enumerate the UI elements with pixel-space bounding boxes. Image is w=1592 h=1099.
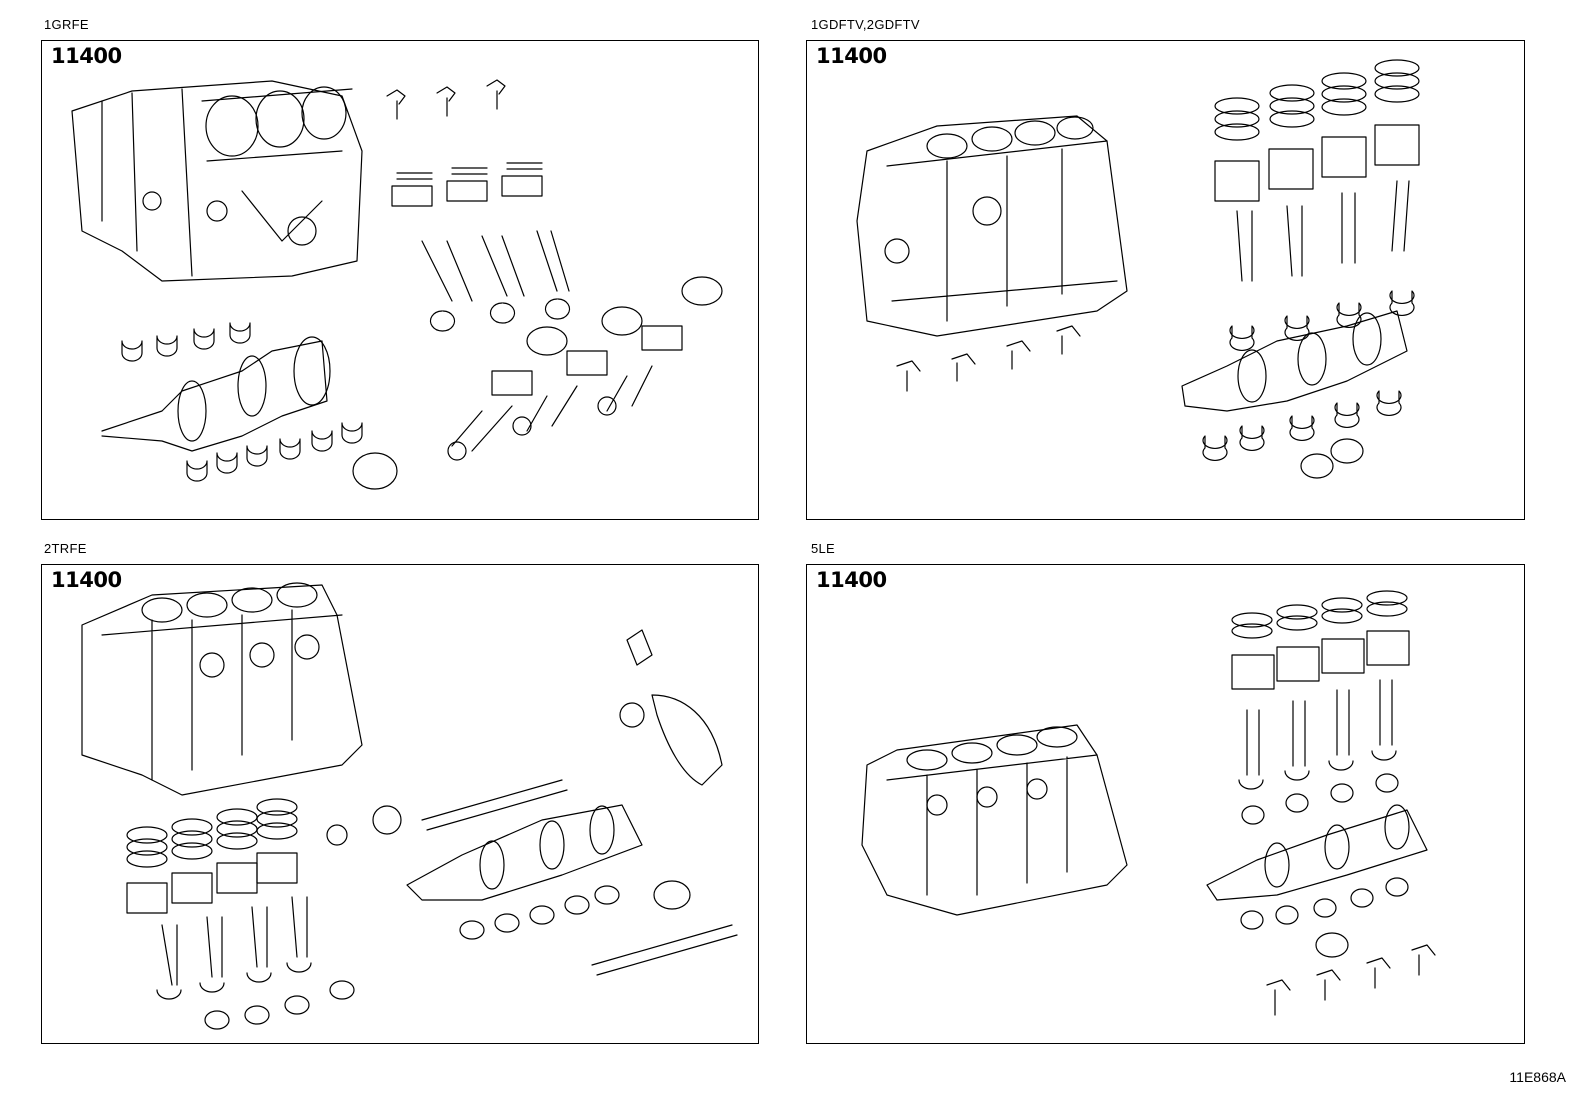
oil-jets [1266, 944, 1436, 1016]
engine-label-1grfe: 1GRFE [44, 17, 89, 32]
short-block-illustration [81, 582, 738, 1030]
oil-jets [386, 79, 506, 120]
crankshaft [101, 336, 331, 452]
crankshaft [1181, 310, 1408, 412]
part-number[interactable]: 11400 [816, 44, 887, 68]
cylinder-block [71, 80, 363, 282]
illustration-code: 11E868A [1509, 1069, 1566, 1085]
oil-jets [896, 325, 1081, 392]
piston-rings [126, 798, 298, 868]
bearings [204, 880, 691, 1030]
pistons-and-rods [391, 162, 723, 461]
engine-label-1gdftv: 1GDFTV,2GDFTV [811, 17, 920, 32]
short-block-illustration [856, 59, 1420, 479]
piston-rings [1231, 590, 1408, 639]
part-number[interactable]: 11400 [51, 568, 122, 592]
part-number[interactable]: 11400 [51, 44, 122, 68]
crankshaft [406, 804, 643, 901]
timing-chain-parts [326, 629, 723, 846]
bearings [121, 322, 398, 490]
short-block-illustration [71, 79, 723, 490]
connecting-rods [156, 896, 312, 1000]
cylinder-block [861, 724, 1128, 916]
balance-shafts [421, 779, 738, 976]
bearings [1202, 390, 1402, 479]
piston-rings [1214, 59, 1420, 141]
engine-label-2trfe: 2TRFE [44, 541, 87, 556]
diagram-panel-2trfe: 11400 [41, 564, 759, 1044]
cylinder-block [856, 115, 1128, 337]
part-number[interactable]: 11400 [816, 568, 887, 592]
crankshaft [1206, 804, 1428, 901]
pistons [126, 852, 298, 914]
connecting-rods [1229, 180, 1415, 352]
diagram-panel-1gdftv: 11400 [806, 40, 1525, 520]
pistons [1231, 630, 1410, 690]
connecting-rods [1238, 679, 1397, 790]
diagram-panel-1grfe: 11400 [41, 40, 759, 520]
diagram-panel-5le: 11400 [806, 564, 1525, 1044]
pistons [1214, 124, 1420, 202]
cylinder-block [81, 582, 363, 796]
short-block-illustration [861, 590, 1436, 1016]
engine-label-5le: 5LE [811, 541, 836, 556]
bearings [1240, 773, 1409, 958]
